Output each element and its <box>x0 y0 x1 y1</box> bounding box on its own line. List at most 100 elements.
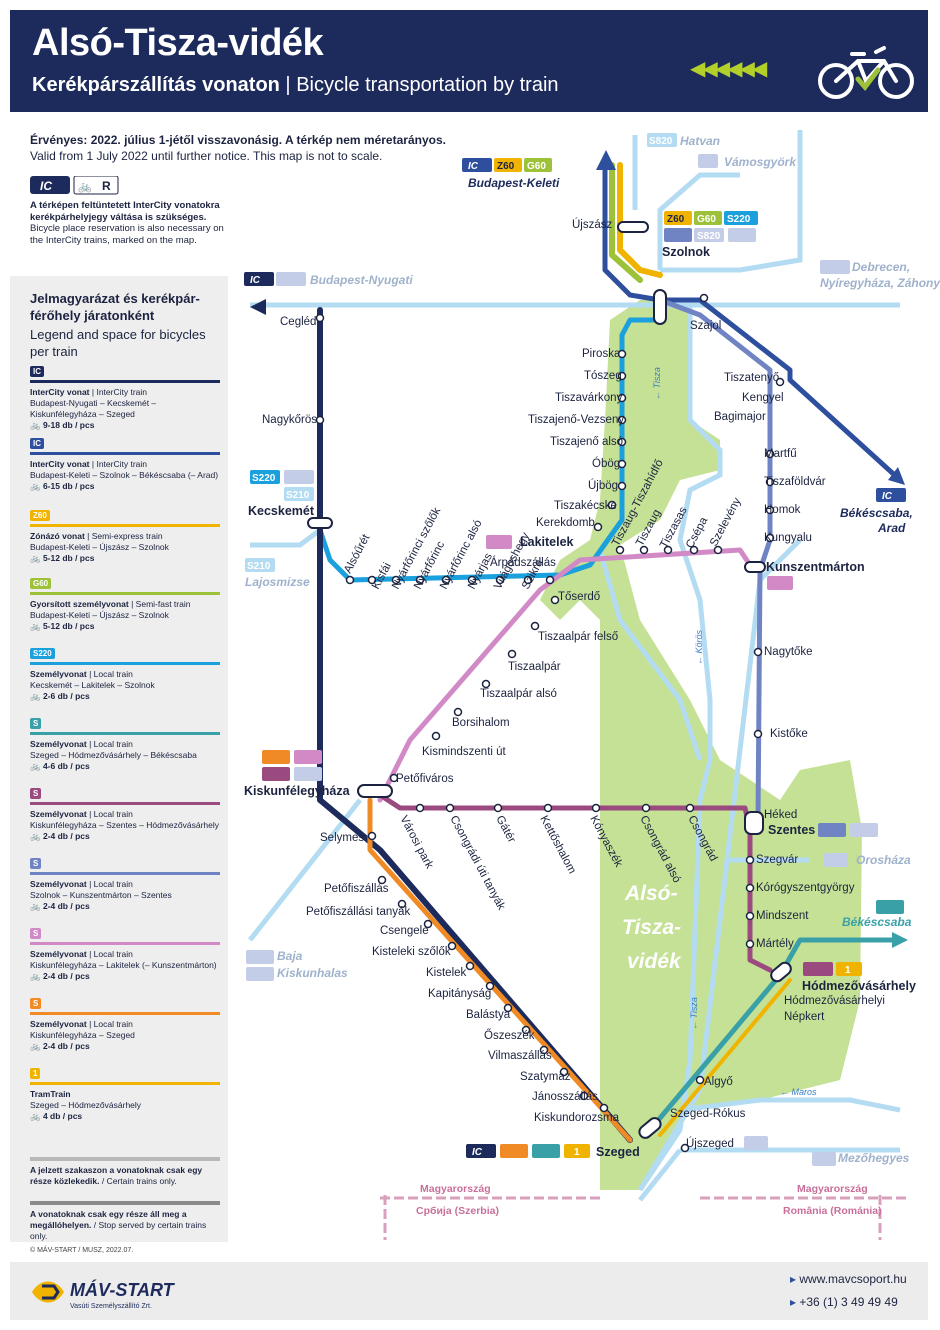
legend-route: Kiskunfélegyháza – Lakitelek (– Kunszent… <box>30 960 217 970</box>
station-kengyel: Kengyel <box>742 392 784 404</box>
ic-note-en: Bicycle place reservation is also necess… <box>30 223 224 246</box>
station-kiskunfelegyhaza: Kiskunfélegyháza <box>244 784 351 798</box>
arrow-keleti-icon <box>596 150 616 170</box>
validity-en: Valid from 1 July 2022 until further not… <box>30 149 383 163</box>
station-nyarforinc_also: Nyárfőrinc alsó <box>438 518 485 591</box>
legend-badge: S <box>30 858 42 869</box>
stop-dot <box>617 437 627 447</box>
station-kerekdomb: Kerekdomb <box>536 517 595 529</box>
station-kunszentmarton: Kunszentmárton <box>766 560 865 574</box>
badge-z60-keleti <box>494 158 522 172</box>
legend-name-hu: Gyorsított személyvonat <box>30 599 129 609</box>
badge-s-vamos <box>698 154 718 168</box>
station-alsoreet: Alsóűrét <box>342 532 373 576</box>
g60-line <box>609 162 643 283</box>
stop-dot <box>607 500 617 510</box>
badge-s-kunszentmarton <box>767 576 793 590</box>
legend-count: 9-18 db / pcs <box>42 420 95 430</box>
stop-dot <box>617 349 627 359</box>
stop-dot <box>713 545 723 555</box>
station-gater: Gátér <box>493 814 517 845</box>
line-koros-rail <box>637 538 802 1192</box>
badge-s220-szolnok-text: S220 <box>727 214 751 225</box>
stop-dot <box>415 803 425 813</box>
dest-arad: Arad <box>877 521 906 535</box>
dest-vamosgyork: Vámosgyörk <box>724 155 797 169</box>
stop-dot <box>485 981 495 991</box>
station-ujbog: Újbög <box>588 479 618 492</box>
copyright: © MÁV-START / MUSZ, 2022.07. <box>30 1247 134 1254</box>
legend-note-stop: A vonatoknak csak egy része áll meg a me… <box>30 1198 225 1242</box>
stop-dot <box>641 803 651 813</box>
station-tiszavarkony: Tiszavárkony <box>555 392 623 404</box>
badge-tram-szeged-text: 1 <box>574 1147 580 1158</box>
station-janosszallas: Jánosszállás <box>532 1091 598 1103</box>
stop-dot <box>389 773 399 783</box>
bike-icon: 🚲 <box>30 1111 43 1121</box>
badge-s-szentes-2 <box>850 823 878 837</box>
station-szajol: Szajol <box>690 320 721 332</box>
station-kistelek: Kistelek <box>426 967 467 979</box>
badge-ic-baja <box>246 950 274 964</box>
station-szegvar: Szegvár <box>756 854 798 866</box>
badge-z60-szolnok-text: Z60 <box>667 214 685 225</box>
page-title: Alsó-Tisza-vidék <box>32 22 324 64</box>
border-serbia: Србија (Szerbia) <box>416 1205 499 1217</box>
legend-title-hu: Jelmagyarázat és kerékpár-férőhely járat… <box>30 291 200 323</box>
legend-count: 2-4 db / pcs <box>42 901 90 911</box>
stop-dot <box>745 855 755 865</box>
stop-dot <box>465 961 475 971</box>
station-ujszasz-marker <box>617 221 649 233</box>
station-tiszajeno: Tiszajenő-Vezseny <box>528 414 624 426</box>
badge-ic-szeged <box>466 1144 496 1158</box>
badge-ic-szeged-text: IC <box>472 1147 483 1158</box>
bike-icon: 🚲 <box>30 901 43 911</box>
legend-name-en: InterCity train <box>96 387 147 397</box>
legend-line-swatch <box>30 732 220 735</box>
station-algyo: Algyő <box>704 1076 733 1088</box>
station-kistoke: Kistőke <box>770 728 808 740</box>
station-tiszaalpar_felso: Tiszaalpár felső <box>538 631 618 643</box>
dest-hatvan: Hatvan <box>680 134 720 148</box>
station-szelevény: Szelevény <box>708 496 744 549</box>
badge-s-lakitelek <box>486 535 512 549</box>
stop-dot <box>765 505 775 515</box>
legend-name-en: Semi-fast train <box>135 599 191 609</box>
stop-dot <box>543 803 553 813</box>
stop-dot <box>539 1045 549 1055</box>
legend-name-hu: Zónázó vonat <box>30 531 85 541</box>
station-tiszaalpar_also: Tiszaalpár alsó <box>480 688 557 700</box>
bike-icon: 🚲 <box>30 761 43 771</box>
tisza-label: ← Tisza <box>652 367 662 400</box>
legend-line-swatch <box>30 524 220 527</box>
station-tiszakecske: Tiszakécske <box>554 500 617 512</box>
stop-dot <box>345 575 355 585</box>
badge-z60-szolnok <box>664 211 692 225</box>
badge-tram-hmv <box>836 962 862 976</box>
badge-ic-kecskemet-light <box>284 470 314 484</box>
badge-tram-szeged <box>564 1144 590 1158</box>
page-subtitle: Kerékpárszállítás vonaton | Bicycle tran… <box>32 74 559 97</box>
stop-dot <box>617 459 627 469</box>
ic-note: A térképen feltüntetett InterCity vonato… <box>30 200 230 246</box>
line-south <box>638 1148 682 1202</box>
phone-number[interactable]: ▸ +36 (1) 3 49 49 49 <box>790 1295 898 1309</box>
legend-route: Szolnok – Kunszentmárton – Szentes <box>30 890 172 900</box>
region-label-2: Tisza- <box>622 916 681 939</box>
stop-dot <box>521 1025 531 1035</box>
stop-dot <box>507 649 517 659</box>
svg-text:MÁV-START: MÁV-START <box>70 1279 176 1300</box>
station-kiskunfelegyhaza-marker <box>357 784 393 798</box>
bike-icon: 🚲 <box>30 691 43 701</box>
legend-badge: S <box>30 718 42 729</box>
badge-s820-szolnok-text: S820 <box>697 231 721 242</box>
website-link[interactable]: ▸ www.mavcsoport.hu <box>790 1272 907 1286</box>
station-oszeszek: Őszeszék <box>484 1028 535 1042</box>
stop-dot <box>523 575 533 585</box>
legend-count: 6-15 db / pcs <box>42 481 95 491</box>
border-romania: România (Románia) <box>783 1205 882 1217</box>
legend-name-en: InterCity train <box>96 459 147 469</box>
